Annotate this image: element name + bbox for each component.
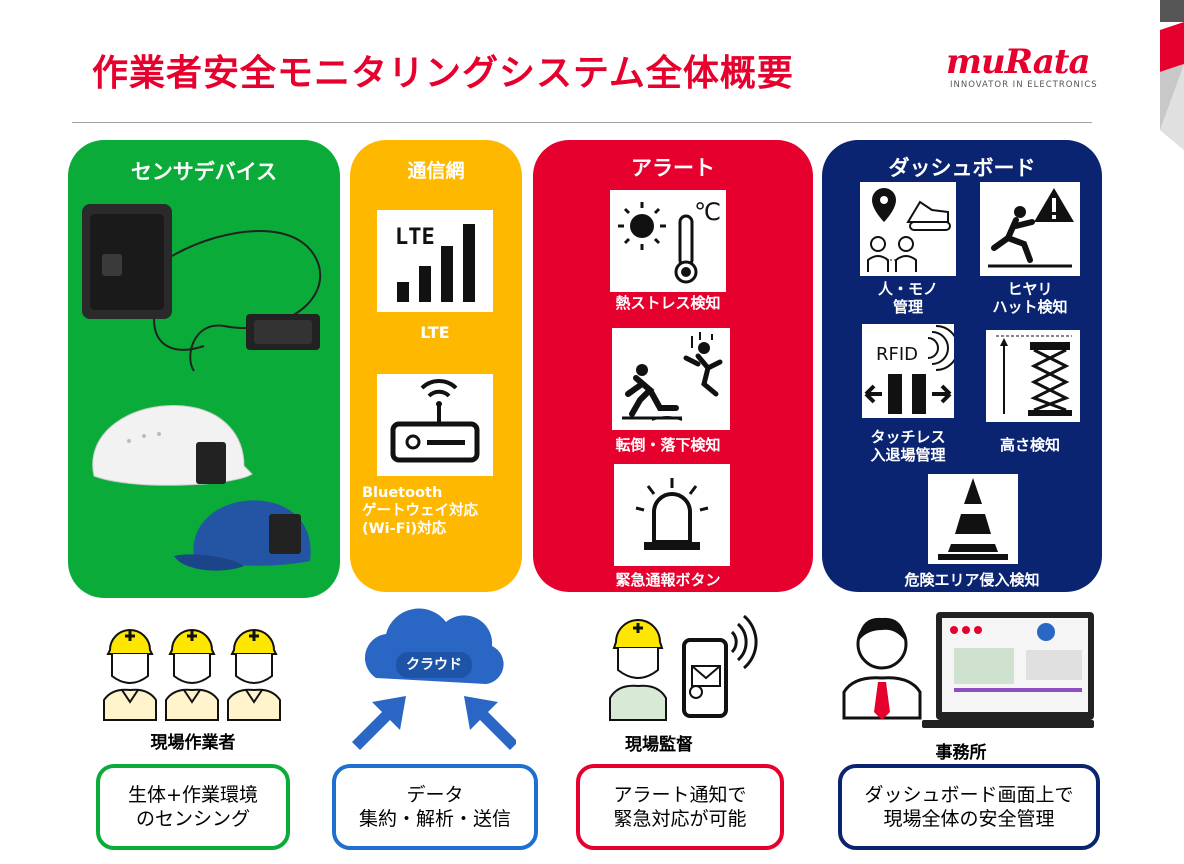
touchless-icon-box: RFID — [862, 324, 959, 418]
sun-thermometer-icon: ℃ — [618, 198, 721, 284]
signal-bars-icon: LTE — [395, 224, 475, 302]
cloud-label: クラウド — [396, 652, 472, 678]
data-box: データ 集約・解析・送信 — [332, 764, 538, 850]
scissor-lift-icon — [996, 335, 1072, 416]
heat-stress-label: 熱ストレス検知 — [615, 294, 721, 312]
touchless-label: タッチレス 入退場管理 — [870, 428, 946, 464]
sensor-device-image — [82, 204, 322, 571]
alert-panel-title: アラート — [631, 156, 715, 180]
brand-logo: muRata — [946, 42, 1090, 82]
workers-illustration — [103, 629, 281, 721]
fall-detection-label: 転倒・落下検知 — [615, 436, 721, 454]
location-people-icon — [867, 188, 951, 272]
dashboard-management-box: ダッシュボード画面上で 現場全体の安全管理 — [838, 764, 1100, 850]
supervisor-illustration — [609, 614, 758, 721]
height-label: 高さ検知 — [999, 436, 1060, 454]
alert-notify-box: アラート通知で 緊急対応が可能 — [576, 764, 784, 850]
corner-decoration — [1160, 0, 1184, 150]
router-icon — [390, 378, 480, 463]
workers-label: 現場作業者 — [150, 733, 236, 753]
office-label: 事務所 — [935, 743, 987, 763]
lte-icon-box: LTE — [377, 210, 493, 312]
brand-tagline: INNOVATOR IN ELECTRONICS — [950, 80, 1098, 90]
supervisor-label: 現場監督 — [625, 735, 693, 755]
siren-icon — [635, 478, 709, 550]
page-title: 作業者安全モニタリングシステム全体概要 — [92, 53, 794, 94]
fall-detection-icon-box — [612, 328, 730, 430]
near-miss-label: ヒヤリ ハット検知 — [992, 280, 1068, 316]
slip-warning-icon — [988, 188, 1074, 268]
traffic-cone-icon — [938, 478, 1008, 560]
svg-text:LTE: LTE — [395, 225, 435, 250]
sensing-box: 生体+作業環境 のセンシング — [96, 764, 290, 850]
danger-area-label: 危険エリア侵入検知 — [904, 571, 1040, 589]
fall-icon — [622, 332, 723, 421]
header-divider — [72, 122, 1092, 123]
near-miss-icon-box — [980, 182, 1080, 276]
svg-text:RFID: RFID — [876, 344, 918, 365]
people-things-label: 人・モノ 管理 — [877, 280, 938, 316]
svg-text:℃: ℃ — [694, 198, 721, 226]
gateway-icon-box — [377, 374, 493, 476]
height-icon-box — [986, 330, 1080, 422]
office-illustration — [842, 612, 1094, 728]
heat-stress-icon-box: ℃ — [610, 190, 726, 292]
lte-label: LTE — [420, 323, 450, 342]
emergency-button-icon-box — [614, 464, 730, 566]
sensor-panel-title: センサデバイス — [130, 160, 278, 184]
emergency-button-label: 緊急通報ボタン — [615, 571, 721, 589]
network-panel-title: 通信網 — [407, 160, 465, 182]
rfid-gate-icon: RFID — [864, 325, 959, 414]
dashboard-panel-title: ダッシュボード — [888, 156, 1036, 180]
gateway-label: Bluetooth ゲートウェイ対応 (Wi-Fi)対応 — [362, 485, 478, 537]
people-things-icon-box — [860, 182, 956, 276]
danger-area-icon-box — [928, 474, 1018, 564]
